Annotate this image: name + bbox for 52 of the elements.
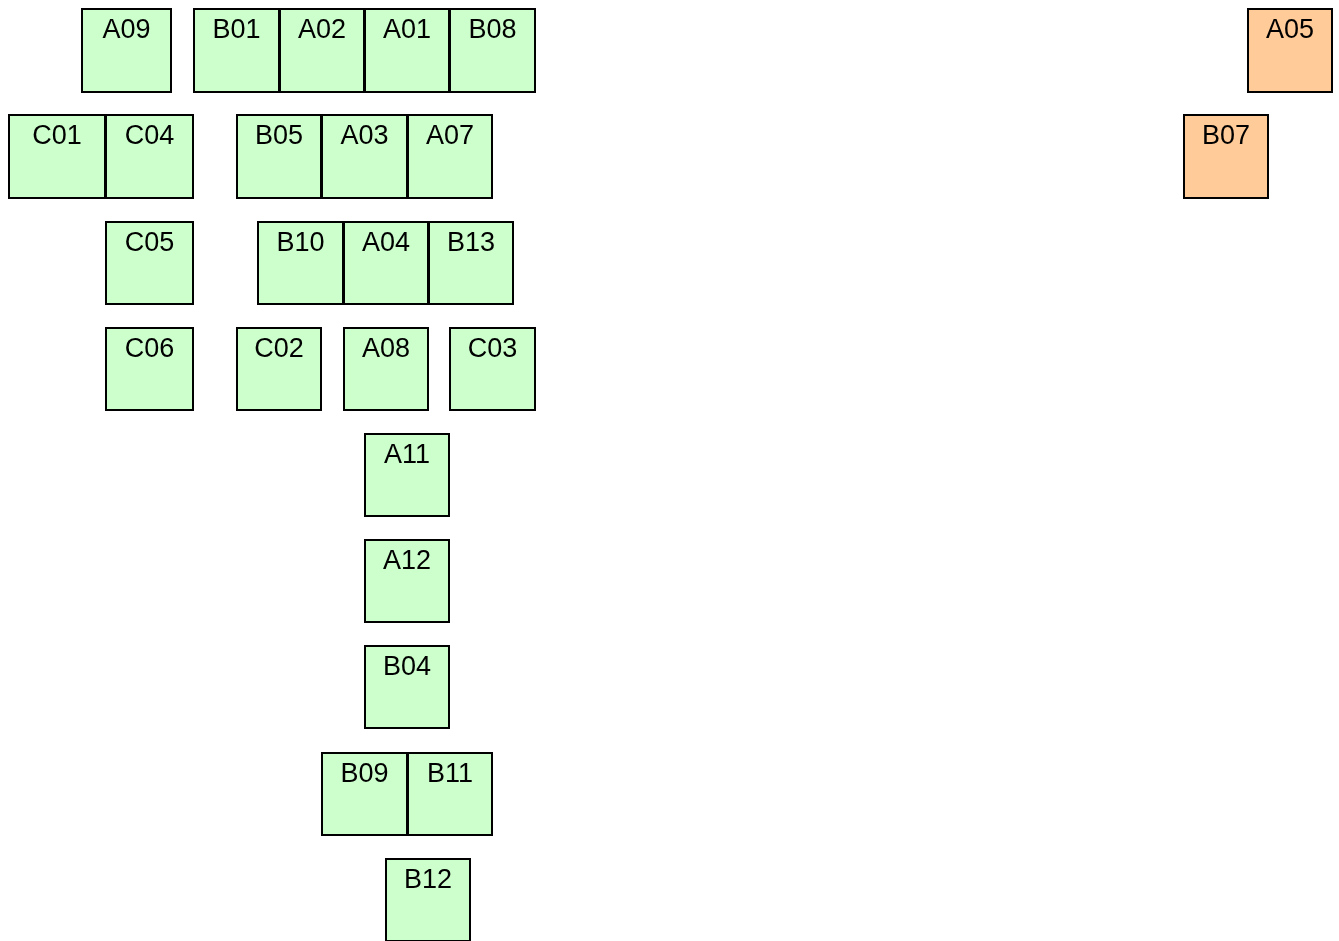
label-tile [257,221,344,305]
tile-code: A02 [297,15,346,43]
tile-code: B11 [426,759,473,787]
label-tile [236,327,322,411]
tile-code: B13 [446,228,495,256]
tile-code: A01 [382,15,431,43]
label-tile [1247,8,1333,93]
label-tile [364,433,450,517]
label-tile [407,114,493,199]
tile-code: A09 [102,15,151,43]
tile-code: B09 [340,759,389,787]
tile-code: B08 [468,15,517,43]
label-tile [105,327,194,411]
tile-code: B12 [403,865,452,893]
tile-code: B01 [212,15,261,43]
label-tile [407,752,493,836]
label-tile [385,858,471,941]
label-tile [449,327,536,411]
tile-code: B10 [276,228,325,256]
label-tile [81,8,172,93]
tile-code: C03 [467,334,518,362]
label-tile [105,114,194,199]
tile-code: B04 [382,652,431,680]
tile-code: A12 [382,546,431,574]
label-tile [321,752,408,836]
label-tile [364,8,450,93]
label-tile [8,114,106,199]
tile-code: A04 [361,228,410,256]
tile-code: A11 [383,440,430,468]
label-tile [279,8,365,93]
label-tile [364,539,450,623]
label-tile [236,114,322,199]
tile-code: A05 [1265,15,1314,43]
label-tile [1183,114,1269,199]
tile-code: C04 [124,121,175,149]
label-tile [105,221,194,305]
label-tile [321,114,408,199]
tile-code: C05 [124,228,175,256]
tile-code: C06 [124,334,175,362]
label-tile [428,221,514,305]
label-tile [343,327,429,411]
tile-code: C02 [254,334,304,362]
label-tile [449,8,536,93]
label-tile [343,221,429,305]
label-tile [193,8,280,93]
tile-code: C01 [32,121,82,149]
tile-code: A03 [340,121,389,149]
tile-code: B07 [1201,121,1250,149]
tile-code: B05 [254,121,303,149]
label-tile [364,645,450,729]
tile-code: A08 [361,334,410,362]
tile-code: A07 [425,121,474,149]
